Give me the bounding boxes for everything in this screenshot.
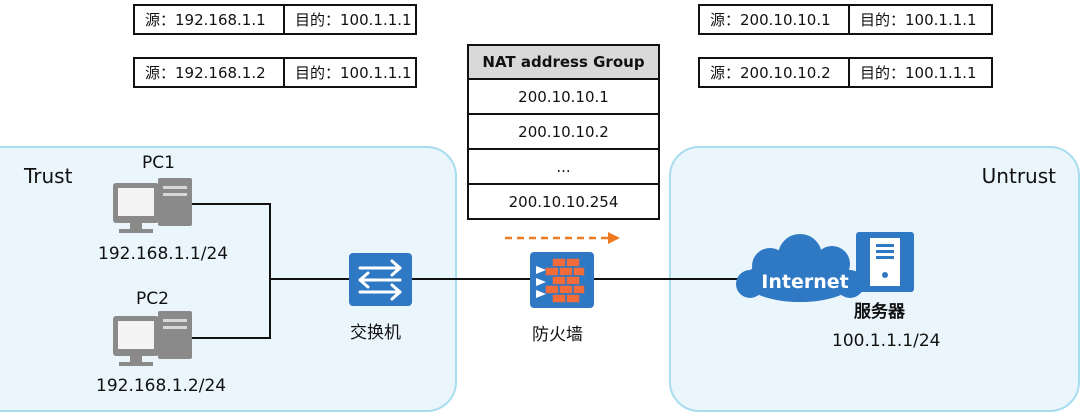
traffic-direction-arrow	[505, 232, 620, 244]
internet-cloud-icon	[736, 234, 864, 302]
internet-label: Internet	[761, 271, 848, 293]
firewall-icon	[530, 252, 594, 308]
packet-box-pc1-translated: 源：200.10.10.1 目的：100.1.1.1	[698, 4, 993, 35]
pc2-name: PC2	[136, 289, 169, 309]
server-label: 服务器	[854, 302, 905, 322]
packet-source: 源：200.10.10.1	[700, 6, 850, 33]
nat-table-row: 200.10.10.254	[508, 192, 619, 211]
packet-destination: 目的：100.1.1.1	[860, 64, 977, 82]
nat-address-group-table: NAT address Group 200.10.10.1 200.10.10.…	[467, 44, 660, 220]
switch-label: 交换机	[350, 323, 401, 343]
pc2-computer-icon	[113, 311, 192, 366]
pc1-computer-icon	[113, 178, 192, 233]
nat-table-row: 200.10.10.2	[469, 115, 658, 150]
firewall-label: 防火墙	[532, 325, 583, 345]
pc2-ip: 192.168.1.2/24	[96, 376, 227, 396]
switch-icon	[349, 253, 412, 306]
pc-link	[192, 203, 271, 339]
packet-source: 源：192.168.1.2	[135, 59, 285, 86]
server-ip: 100.1.1.1/24	[832, 331, 941, 351]
untrust-zone-label: Untrust	[981, 164, 1056, 188]
packet-box-pc2-original: 源：192.168.1.2 目的：100.1.1.1	[133, 57, 417, 88]
nat-table-row: 200.10.10.1	[469, 80, 658, 115]
server-icon	[856, 232, 914, 292]
nat-table-row: ...	[469, 150, 658, 185]
packet-destination: 目的：100.1.1.1	[860, 11, 977, 29]
nat-table-header: NAT address Group	[469, 46, 658, 80]
packet-box-pc2-translated: 源：200.10.10.2 目的：100.1.1.1	[698, 57, 993, 88]
packet-box-pc1-original: 源：192.168.1.1 目的：100.1.1.1	[133, 4, 417, 35]
trust-zone-label: Trust	[24, 164, 73, 188]
network-links	[192, 203, 748, 339]
packet-source: 源：192.168.1.1	[135, 6, 285, 33]
packet-destination: 目的：100.1.1.1	[295, 11, 412, 29]
pc1-name: PC1	[142, 153, 175, 173]
packet-source: 源：200.10.10.2	[700, 59, 850, 86]
packet-destination: 目的：100.1.1.1	[295, 64, 412, 82]
pc1-ip: 192.168.1.1/24	[98, 244, 229, 264]
